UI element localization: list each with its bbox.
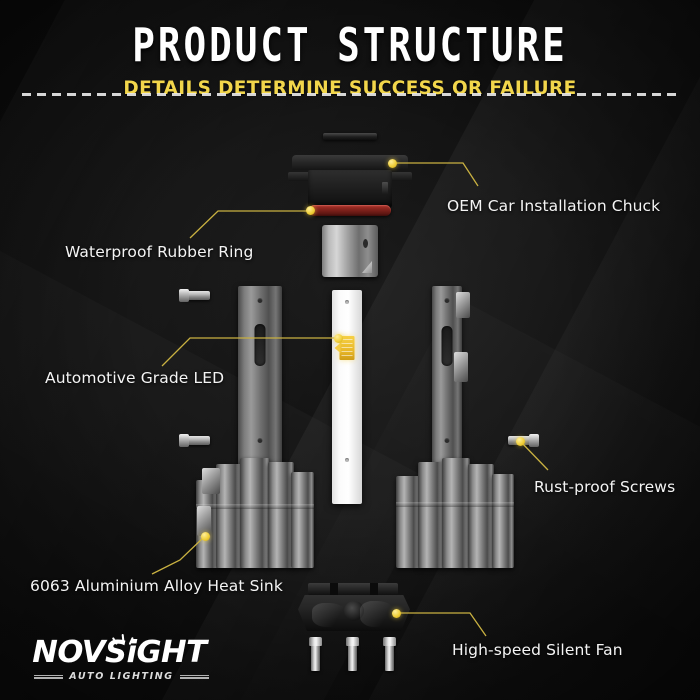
fan-plate-notch [330,583,338,595]
callout-label-oem-chuck: OEM Car Installation Chuck [447,197,661,215]
led-circuit-board [332,290,362,504]
fan-mount-screw [346,637,359,671]
heat-sink-slot [441,326,453,366]
tagline-rule-left [34,674,64,679]
heat-sink-fin [418,462,444,568]
header: PRODUCT STRUCTURE DETAILS DETERMINE SUCC… [0,0,700,99]
callout-dot-fan [392,609,401,618]
callout-dot-heat-sink [201,532,210,541]
waterproof-rubber-ring [309,205,391,216]
fan-mount-screw [383,637,396,671]
heat-sink-right-half [396,458,514,568]
heat-sink-fin [268,462,294,568]
brand-prefix: NOV [32,635,105,670]
tagline-rule-right [179,674,209,679]
fan-hub [344,601,364,621]
brand-tagline-row: AUTO LIGHTING [34,671,209,682]
heat-sink-clip [197,506,211,536]
heat-sink-slot [254,324,266,366]
cooling-fan [298,595,410,631]
brand-tagline: AUTO LIGHTING [69,671,174,682]
chuck-notch [382,182,388,194]
spark-icon [111,633,139,646]
cylinder-hole [363,239,368,248]
brand-suffix: SiGHT [104,635,207,670]
heat-sink-band [196,504,314,509]
heat-sink-fin [492,474,514,568]
callout-dot-led [334,334,343,343]
top-retainer-rod [323,133,377,140]
fan-mount-plate [308,583,398,595]
callout-dot-screws [516,437,525,446]
callout-label-fan: High-speed Silent Fan [452,641,623,659]
callout-label-heat-sink: 6063 Aluminium Alloy Heat Sink [30,577,283,595]
heat-sink-band [396,502,514,507]
heat-sink-clip [202,468,220,494]
oem-chuck-body [308,170,392,208]
brand-logo: NOVSiGHT AUTO LIGHTING [32,633,211,682]
callout-dot-rubber-ring [306,206,315,215]
fan-blade [360,601,396,627]
callout-label-screws: Rust-proof Screws [534,478,676,496]
heat-sink-screw-hole [257,298,263,303]
chuck-wing-left [288,172,312,181]
fan-blade [312,603,348,627]
heat-sink-left-stem [238,286,282,468]
rust-proof-screw [179,289,210,302]
metal-base-cylinder [322,225,378,277]
heat-sink-right-tab [454,352,468,382]
heat-sink-right-tab [456,292,470,318]
callout-label-rubber-ring: Waterproof Rubber Ring [65,243,254,261]
heat-sink-fin [216,464,242,568]
heat-sink-fin [291,472,314,568]
heat-sink-fin [240,458,270,568]
fan-plate-notch [370,583,378,595]
oem-chuck-collar [292,155,408,170]
callout-label-led: Automotive Grade LED [45,369,225,387]
heat-sink-fin [442,458,470,568]
page-title: PRODUCT STRUCTURE [132,18,568,73]
heat-sink-screw-hole [444,298,450,303]
pcb-mount-hole [345,300,349,304]
pcb-mount-hole [345,458,349,462]
rust-proof-screw [179,434,210,447]
heat-sink-screw-hole [444,438,450,443]
heat-sink-left-half [196,458,314,568]
heat-sink-fin [396,476,420,568]
callout-dot-oem-chuck [388,159,397,168]
brand-wordmark: NOVSiGHT [32,633,211,670]
heat-sink-fin [468,464,494,568]
header-divider [22,93,678,96]
fan-mount-screw [309,637,322,671]
cylinder-tab [362,261,372,273]
heat-sink-screw-hole [257,438,263,443]
